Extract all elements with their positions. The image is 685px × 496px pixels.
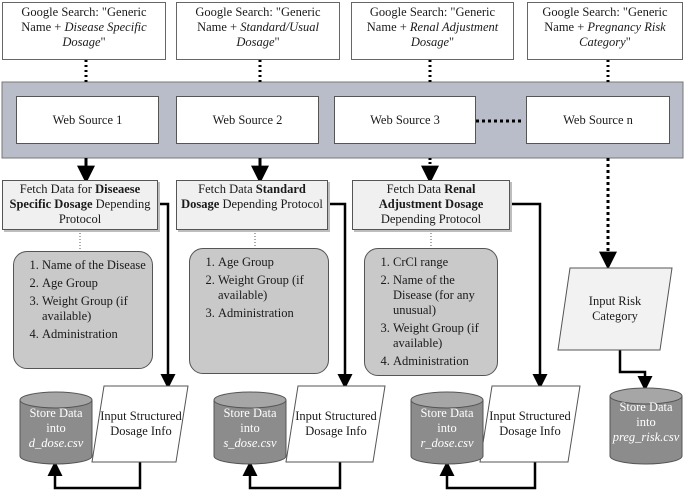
fetch-3-bold: Renal Adjustment Dosage xyxy=(378,182,484,211)
arrow-fetch1-to-input xyxy=(158,202,176,389)
query-3-italic: Renal Adjustment Dosage xyxy=(409,20,499,49)
query-2-suffix: " xyxy=(274,35,280,49)
arrow-fetch3-to-input xyxy=(510,202,548,389)
store-text-3: Store Data into r_dose.csv xyxy=(411,406,483,451)
protocol-2-item: Age Group xyxy=(218,255,322,270)
query-box-4: Google Search: "Generic Name + Pregnancy… xyxy=(527,2,683,60)
web-source-n: Web Source n xyxy=(526,96,670,144)
query-4-suffix: " xyxy=(625,35,631,49)
arrow-fetch2-to-input xyxy=(328,202,353,389)
risk-input-label: Input Risk Category xyxy=(570,276,660,342)
store-cylinder-4 xyxy=(609,387,683,465)
protocol-3-item: Name of the Disease (for any unusual) xyxy=(393,273,491,318)
protocol-list-2: Age Group Weight Group (if available) Ad… xyxy=(189,248,329,374)
query-1-suffix: " xyxy=(100,35,106,49)
input-structured-text-3: Input Structured Dosage Info xyxy=(489,409,571,438)
risk-input-parallelogram xyxy=(557,267,673,351)
store-text-1: Store Data into d_dose.csv xyxy=(20,406,92,451)
protocol-1-item: Age Group xyxy=(42,276,146,291)
arrow-input3-to-store xyxy=(439,461,537,490)
arrow-input1-to-store xyxy=(47,461,142,490)
protocol-2-item: Administration xyxy=(218,306,322,321)
arrow-input2-to-store xyxy=(242,461,342,490)
query-2-italic: Standard/Usual Dosage xyxy=(236,20,319,49)
store-text-4: Store Data into preg_risk.csv xyxy=(610,400,682,445)
web-source-3-label: Web Source 3 xyxy=(370,112,440,127)
fetch-3-pre: Fetch Data xyxy=(386,182,445,196)
protocol-1-item: Name of the Disease xyxy=(42,258,146,273)
protocol-3-item: Administration xyxy=(393,354,491,369)
fetch-2-post: Depending Protocol xyxy=(219,197,323,211)
query-3-suffix: " xyxy=(449,35,455,49)
input-parallelogram-2 xyxy=(285,385,386,463)
protocol-1-item: Weight Group (if available) xyxy=(42,294,146,324)
web-source-3: Web Source 3 xyxy=(334,96,476,144)
query-box-2: Google Search: "Generic Name + Standard/… xyxy=(176,2,340,60)
input-structured-label-2: Input Structured Dosage Info xyxy=(294,392,378,456)
protocol-list-3: CrCl range Name of the Disease (for any … xyxy=(364,248,498,376)
risk-input-text: Input Risk Category xyxy=(588,294,642,323)
fetch-3-post: Depending Protocol xyxy=(380,212,482,226)
query-4-italic: Pregnancy Risk Category xyxy=(579,20,666,49)
protocol-1-item: Administration xyxy=(42,327,146,342)
store-3-file: r_dose.csv xyxy=(420,436,474,450)
web-source-1-label: Web Source 1 xyxy=(52,112,123,127)
arrow-risk-to-store xyxy=(618,350,653,391)
fetch-box-1: Fetch Data for Diseaese Specific Dosage … xyxy=(2,180,158,230)
fetch-box-3: Fetch Data Renal Adjustment Dosage Depen… xyxy=(352,180,510,230)
store-1-file: d_dose.csv xyxy=(28,436,84,450)
query-2-prefix: Google Search: "Generic Name + xyxy=(195,5,321,34)
fetch-list-connectors xyxy=(79,230,432,250)
fetch-1-pre: Fetch Data for xyxy=(19,182,96,196)
input-structured-label-3: Input Structured Dosage Info xyxy=(488,392,572,456)
store-cylinder-2 xyxy=(213,391,287,465)
protocol-list-1: Name of the Disease Age Group Weight Gro… xyxy=(13,251,153,369)
query-1-prefix: Google Search: "Generic Name + xyxy=(21,5,147,34)
query-dotted-connectors xyxy=(84,60,610,82)
web-source-n-label: Web Source n xyxy=(563,112,633,127)
fetch-box-2: Fetch Data Standard Dosage Depending Pro… xyxy=(176,180,328,230)
protocol-2-item: Weight Group (if available) xyxy=(218,273,322,303)
fetch-1-post: Depending Protocol xyxy=(58,197,151,226)
query-1-italic: Disease Specific Dosage xyxy=(62,20,147,49)
web-source-1: Web Source 1 xyxy=(16,96,159,144)
protocol-3-item: CrCl range xyxy=(393,255,491,270)
input-structured-text-1: Input Structured Dosage Info xyxy=(100,409,182,438)
fetch-1-bold: Diseaese Specific Dosage xyxy=(9,182,141,211)
input-parallelogram-3 xyxy=(479,385,581,463)
fetch-2-bold: Standard Dosage xyxy=(181,182,306,211)
store-4-file: preg_risk.csv xyxy=(612,430,680,444)
store-cylinder-1 xyxy=(19,391,93,465)
store-3-label: Store Data into xyxy=(420,406,474,435)
protocol-3-item: Weight Group (if available) xyxy=(393,321,491,351)
input-structured-label-1: Input Structured Dosage Info xyxy=(100,392,182,456)
query-box-1: Google Search: "Generic Name + Disease S… xyxy=(2,2,166,60)
fetch-2-pre: Fetch Data xyxy=(198,182,256,196)
store-2-label: Store Data into xyxy=(223,406,277,435)
query-4-prefix: Google Search: "Generic Name + xyxy=(542,5,668,34)
store-1-label: Store Data into xyxy=(29,406,83,435)
store-cylinder-3 xyxy=(410,391,484,465)
query-box-3: Google Search: "Generic Name + Renal Adj… xyxy=(351,2,514,60)
web-source-2: Web Source 2 xyxy=(176,96,319,144)
store-text-2: Store Data into s_dose.csv xyxy=(214,406,286,451)
query-3-prefix: Google Search: "Generic Name + xyxy=(366,5,496,34)
input-parallelogram-1 xyxy=(91,385,189,463)
input-structured-text-2: Input Structured Dosage Info xyxy=(295,409,377,438)
web-source-2-label: Web Source 2 xyxy=(212,112,283,127)
store-4-label: Store Data into xyxy=(619,400,673,429)
store-2-file: s_dose.csv xyxy=(223,436,277,450)
